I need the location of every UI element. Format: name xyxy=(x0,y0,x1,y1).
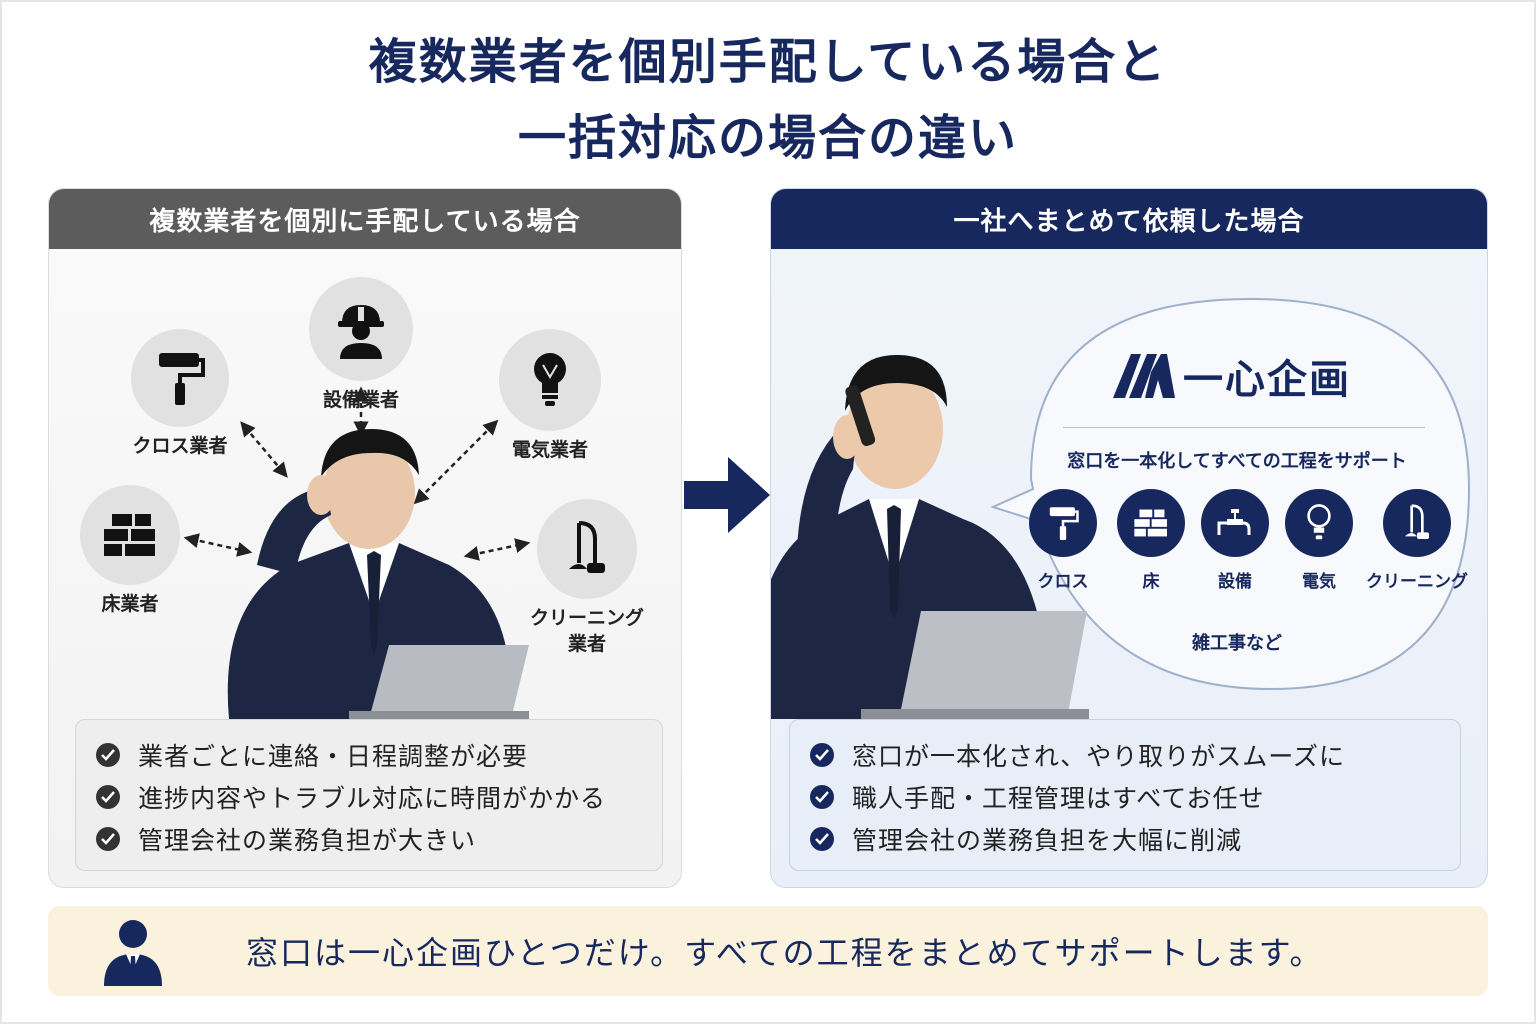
floor-tiles-icon xyxy=(1117,489,1185,557)
check-icon xyxy=(96,827,120,851)
vacuum-icon xyxy=(1383,489,1451,557)
check-icon xyxy=(96,785,120,809)
right-arrow-icon xyxy=(684,457,770,533)
separate-vendors-checklist: 業者ごとに連絡・日程調整が必要 進捗内容やトラブル対応に時間がかかる 管理会社の… xyxy=(75,719,663,871)
vendor-plumbing: 設備業者 xyxy=(306,277,416,413)
checklist-item: 業者ごとに連絡・日程調整が必要 xyxy=(96,734,642,776)
company-name: 一心企画 xyxy=(1183,357,1351,403)
single-company-checklist: 窓口が一本化され、やり取りがスムーズに 職人手配・工程管理はすべてお任せ 管理会… xyxy=(789,719,1461,871)
separate-vendors-header: 複数業者を個別に手配している場合 xyxy=(49,189,681,249)
checklist-item: 管理会社の業務負担が大きい xyxy=(96,818,642,860)
paint-roller-icon xyxy=(131,329,229,427)
page-title-line1: 複数業者を個別手配している場合と xyxy=(368,34,1168,90)
vendor-floor: 床業者 xyxy=(75,485,185,617)
separate-vendors-panel: 複数業者を個別に手配している場合 設備業者 クロス業者 xyxy=(48,188,682,888)
check-icon xyxy=(810,743,834,767)
summary-text: 窓口は一心企画ひとつだけ。すべての工程をまとめてサポートします。 xyxy=(246,934,1324,972)
worker-helmet-icon xyxy=(309,277,413,381)
service-wallpaper: クロス xyxy=(1017,489,1109,592)
check-icon xyxy=(810,827,834,851)
company-logo: 一心企画 xyxy=(1111,347,1351,405)
checklist-item: 職人手配・工程管理はすべてお任せ xyxy=(810,776,1440,818)
businessman-icon xyxy=(104,920,162,986)
stressed-businessman-image xyxy=(227,429,529,719)
vendor-plumbing-label: 設備業者 xyxy=(322,389,399,411)
bubble-caption: 窓口を一本化してすべての工程をサポート xyxy=(1067,451,1407,472)
check-icon xyxy=(810,785,834,809)
check-icon xyxy=(96,743,120,767)
divider xyxy=(1063,427,1425,428)
company-logo-icon xyxy=(1113,354,1175,398)
floor-tiles-icon xyxy=(80,485,180,585)
light-bulb-icon xyxy=(499,329,601,431)
vendor-electric-label: 電気業者 xyxy=(511,439,588,461)
page-title-line2: 一括対応の場合の違い xyxy=(517,110,1018,166)
vacuum-icon xyxy=(537,499,637,599)
light-bulb-icon xyxy=(1285,489,1353,557)
single-company-panel: 一社へまとめて依頼した場合 一心企画 窓口を一本化してすべての工程をサポート ク… xyxy=(770,188,1488,888)
paint-roller-icon xyxy=(1029,489,1097,557)
service-cleaning: クリーニング xyxy=(1357,489,1477,592)
checklist-item: 管理会社の業務負担を大幅に削減 xyxy=(810,818,1440,860)
faucet-icon xyxy=(1201,489,1269,557)
vendor-cleaning-label: クリーニング 業者 xyxy=(529,607,644,655)
misc-work-label: 雑工事など xyxy=(1192,633,1282,654)
businessman-on-phone-image xyxy=(771,355,1089,719)
vendor-wallpaper-label: クロス業者 xyxy=(132,435,228,457)
single-company-header: 一社へまとめて依頼した場合 xyxy=(771,189,1487,249)
checklist-item: 窓口が一本化され、やり取りがスムーズに xyxy=(810,734,1440,776)
summary-banner: 窓口は一心企画ひとつだけ。すべての工程をまとめてサポートします。 xyxy=(48,906,1488,996)
checklist-item: 進捗内容やトラブル対応に時間がかかる xyxy=(96,776,642,818)
service-electric: 電気 xyxy=(1273,489,1365,592)
vendor-electric: 電気業者 xyxy=(495,329,605,463)
service-floor: 床 xyxy=(1105,489,1197,592)
vendor-cleaning: クリーニング 業者 xyxy=(517,499,657,657)
vendor-floor-label: 床業者 xyxy=(101,593,159,615)
vendor-wallpaper: クロス業者 xyxy=(125,329,235,459)
service-plumbing: 設備 xyxy=(1189,489,1281,592)
